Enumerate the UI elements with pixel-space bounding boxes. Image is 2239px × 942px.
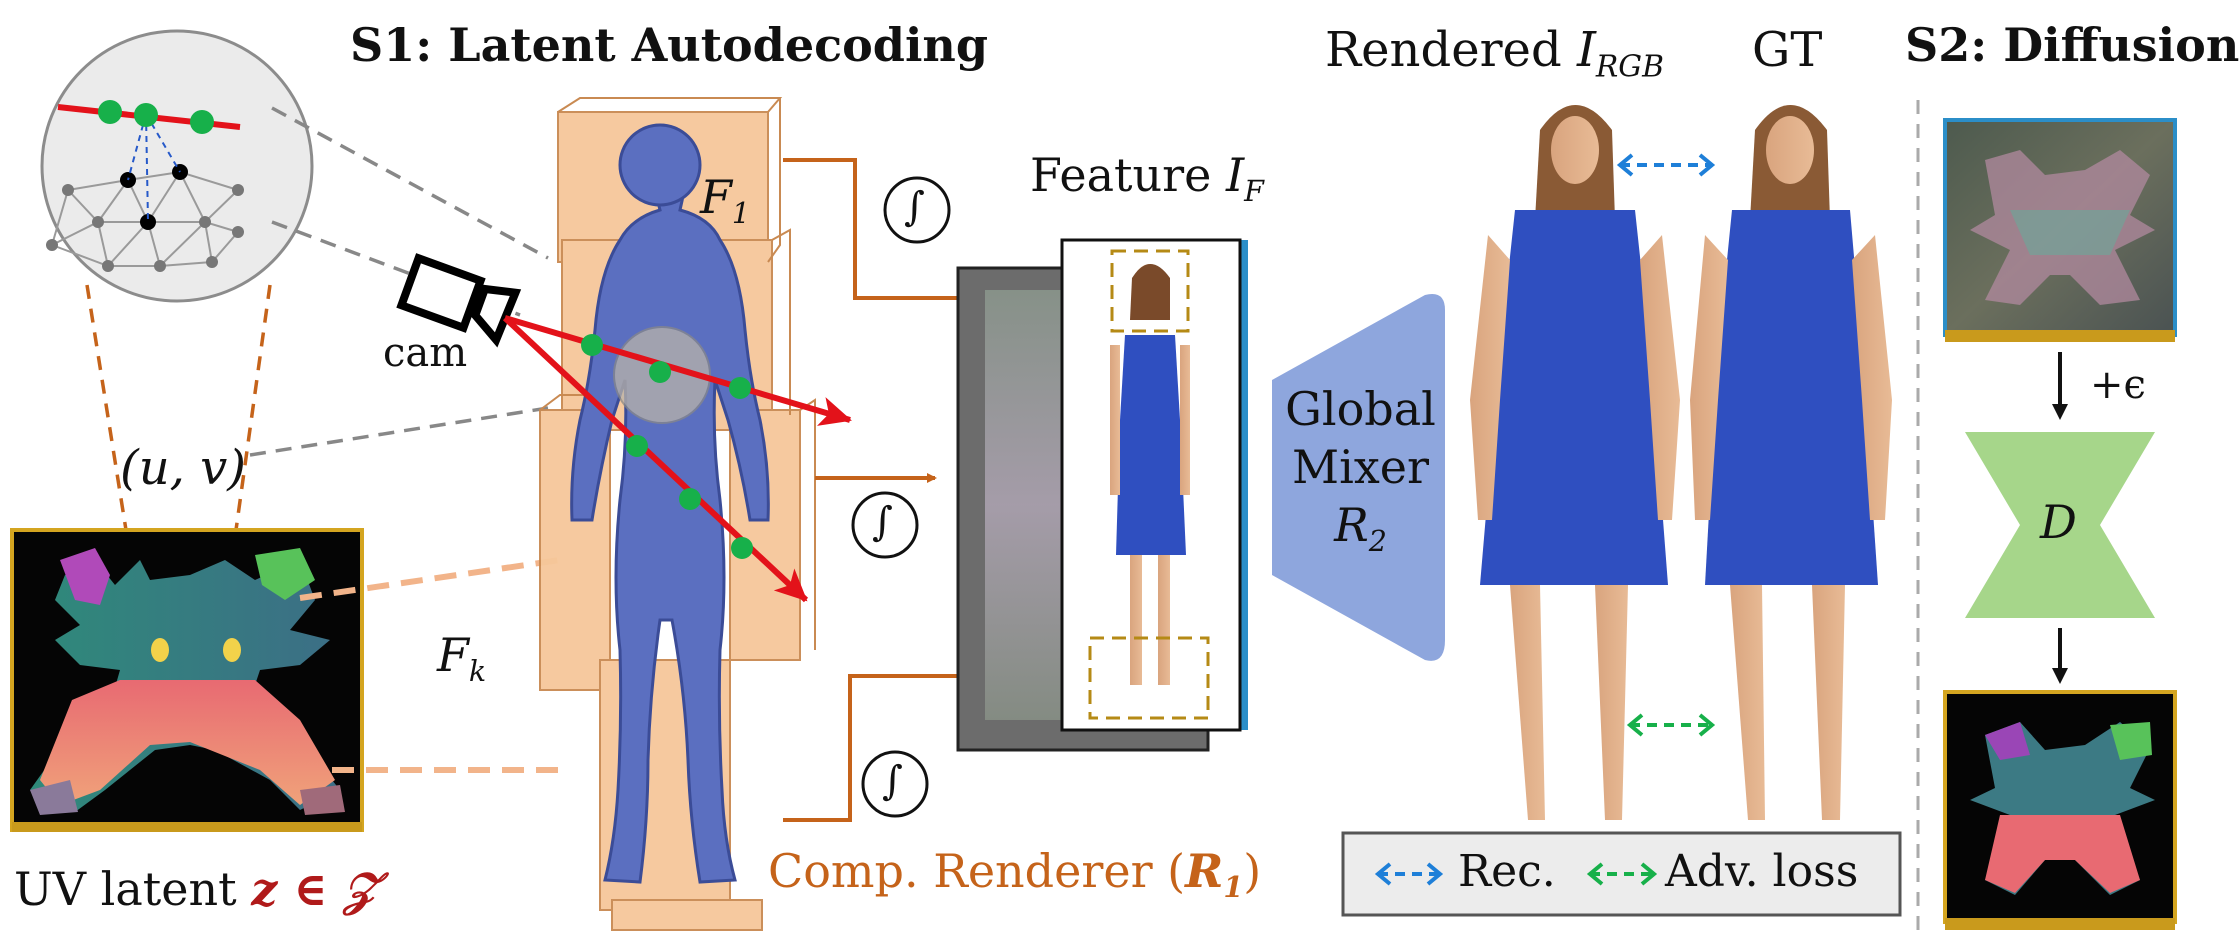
integral-symbol-bottom: ∫	[882, 758, 903, 804]
denoiser-block	[1965, 432, 2155, 618]
uv-to-body-links	[299, 557, 561, 773]
f1-label: F1	[700, 170, 751, 231]
noisy-latent-map	[1943, 118, 2177, 342]
legend-adv-text: Adv. loss	[1665, 846, 1859, 897]
zoom-circle	[40, 29, 314, 303]
cam-label: cam	[383, 330, 468, 376]
camera-rays	[502, 315, 852, 603]
feature-label: Feature IF	[1030, 148, 1264, 209]
rendered-label: Rendered IRGB	[1325, 22, 1664, 85]
integral-symbol-mid: ∫	[872, 499, 893, 545]
heading-s2: S2: Diffusion	[1905, 18, 2239, 72]
integral-symbol-top: ∫	[904, 184, 925, 230]
clean-latent-map	[1943, 690, 2177, 930]
global-mixer-label: Global Mixer R2	[1285, 382, 1436, 559]
uv-guide-lines	[85, 284, 272, 531]
uv-coordinate-label: (u, v)	[120, 440, 246, 496]
camera-icon	[396, 253, 522, 348]
integral-markers	[851, 176, 951, 818]
noise-label: +ϵ	[2090, 362, 2146, 408]
feature-maps	[956, 238, 1248, 752]
human-body-with-parts	[539, 97, 816, 931]
gt-label: GT	[1752, 22, 1823, 78]
gt-person	[1690, 105, 1892, 820]
uv-latent-map	[10, 528, 364, 832]
rendered-person	[1470, 105, 1680, 820]
heading-s1: S1: Latent Autodecoding	[350, 18, 989, 72]
global-mixer-block	[1272, 294, 1445, 661]
fk-label: Fk	[437, 628, 487, 689]
ray-samples	[98, 100, 214, 134]
denoiser-label: D	[2040, 495, 2077, 549]
comp-renderer-label: Comp. Renderer (R1)	[768, 844, 1262, 905]
uv-latent-label: UV latent z ∈ 𝒵	[14, 862, 379, 916]
legend-rec-text: Rec.	[1458, 846, 1556, 897]
mesh-vertices	[46, 184, 244, 272]
